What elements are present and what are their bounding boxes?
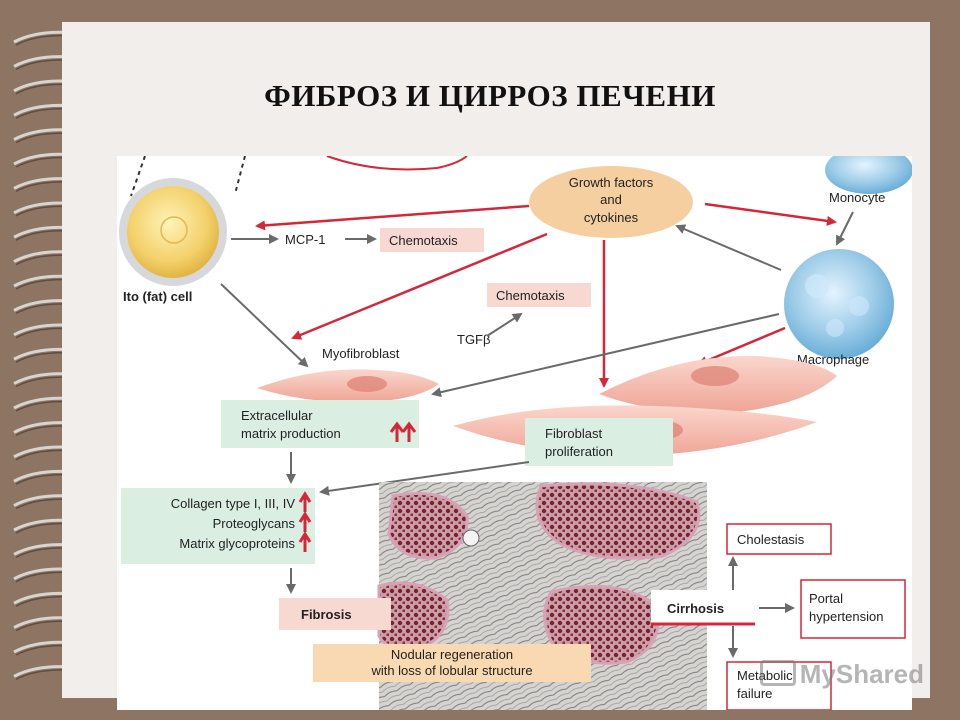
collagen-line1: Collagen type I, III, IV <box>171 496 296 511</box>
arrow-fibroblast-to-collagen <box>319 461 530 496</box>
macrophage-texture-3 <box>826 319 844 337</box>
collagen-box <box>121 488 315 564</box>
mcp1-label: MCP-1 <box>285 232 325 247</box>
chemotaxis-2-box <box>487 283 591 307</box>
macrophage-texture-1 <box>805 274 829 298</box>
portal-box <box>800 579 906 639</box>
arrow-macrophage-to-fibroblast <box>697 326 786 366</box>
collagen-up-arrow-1 <box>298 491 312 512</box>
cholestasis-label: Cholestasis <box>737 532 805 547</box>
macrophage-label: Macrophage <box>797 352 869 367</box>
metabolic-line1: Metabolic <box>737 668 793 683</box>
chemotaxis-1-label: Chemotaxis <box>389 233 458 248</box>
macrophage-cell <box>784 249 894 359</box>
arrow-macrophage-to-growth <box>675 224 782 271</box>
collagen-up-arrow-3 <box>298 531 312 552</box>
ecm-line1: Extracellular <box>241 408 313 423</box>
watermark-logo-icon <box>759 660 796 686</box>
monocyte-label: Monocyte <box>829 190 885 205</box>
growth-factors-line3: cytokines <box>584 210 639 225</box>
chemotaxis-1-box <box>380 228 484 252</box>
fibroblast-nucleus-1 <box>691 366 739 386</box>
fibroblast-line1: Fibroblast <box>545 426 602 441</box>
tissue-vessel <box>462 529 480 547</box>
nodular-line1: Nodular regeneration <box>391 647 513 662</box>
ito-cell-nucleus <box>160 216 188 244</box>
growth-factors-oval <box>529 166 693 238</box>
metabolic-line2: failure <box>737 686 772 701</box>
cholestasis-box <box>726 523 832 555</box>
fibroblast-line2: proliferation <box>545 444 613 459</box>
portal-line2: hypertension <box>809 609 883 624</box>
myofibroblast-nucleus <box>347 376 387 392</box>
fibrosis-label: Fibrosis <box>301 607 352 622</box>
arrow-tgf-to-chemotaxis <box>486 312 523 337</box>
collagen-up-arrow-2 <box>298 511 312 532</box>
diagram-panel: Ito (fat) cell MCP-1 Chemotaxis Growth f… <box>117 156 912 710</box>
collagen-line2: Proteoglycans <box>213 516 296 531</box>
tgf-label: TGFβ <box>457 332 490 347</box>
collagen-line3: Matrix glycoproteins <box>179 536 295 551</box>
arrow-growth-to-monocyte <box>704 202 837 226</box>
ecm-line2: matrix production <box>241 426 341 441</box>
slide-title: ФИБРОЗ И ЦИРРОЗ ПЕЧЕНИ <box>264 78 716 113</box>
nodular-line2: with loss of lobular structure <box>370 663 532 678</box>
ecm-box <box>221 400 419 448</box>
arrow-ito-to-myofibroblast <box>220 283 309 368</box>
fibrosis-diagram: Ito (fat) cell MCP-1 Chemotaxis Growth f… <box>119 156 912 710</box>
watermark: MyShared <box>759 659 924 690</box>
dashed-line-right <box>234 156 246 195</box>
fibrosis-box <box>279 598 391 630</box>
watermark-text: MyShared <box>799 659 924 689</box>
myofibroblast-label: Myofibroblast <box>322 346 400 361</box>
macrophage-texture-2 <box>849 296 869 316</box>
ito-cell-label: Ito (fat) cell <box>123 289 192 304</box>
cirrhosis-label: Cirrhosis <box>667 601 724 616</box>
ecm-up-arrow-2 <box>401 421 417 442</box>
arrow-growth-to-ito <box>255 204 530 231</box>
ecm-up-arrow-1 <box>389 421 405 442</box>
portal-line1: Portal <box>809 591 843 606</box>
arrow-monocyte-to-macrophage <box>836 211 854 246</box>
nodular-box <box>313 644 591 682</box>
nodule-2 <box>535 482 701 560</box>
chemotaxis-2-label: Chemotaxis <box>496 288 565 303</box>
arrow-macrophage-to-myofibroblast <box>431 313 780 398</box>
growth-factors-line2: and <box>600 192 622 207</box>
top-cell-fragment <box>326 156 468 171</box>
nodule-1 <box>387 492 469 560</box>
monocyte-cell <box>825 156 912 194</box>
ito-cell <box>127 186 219 278</box>
fibroblast-box <box>525 418 673 466</box>
growth-factors-line1: Growth factors <box>569 175 654 190</box>
arrow-growth-to-myofibroblast <box>291 232 548 340</box>
cirrhosis-box <box>651 590 755 624</box>
